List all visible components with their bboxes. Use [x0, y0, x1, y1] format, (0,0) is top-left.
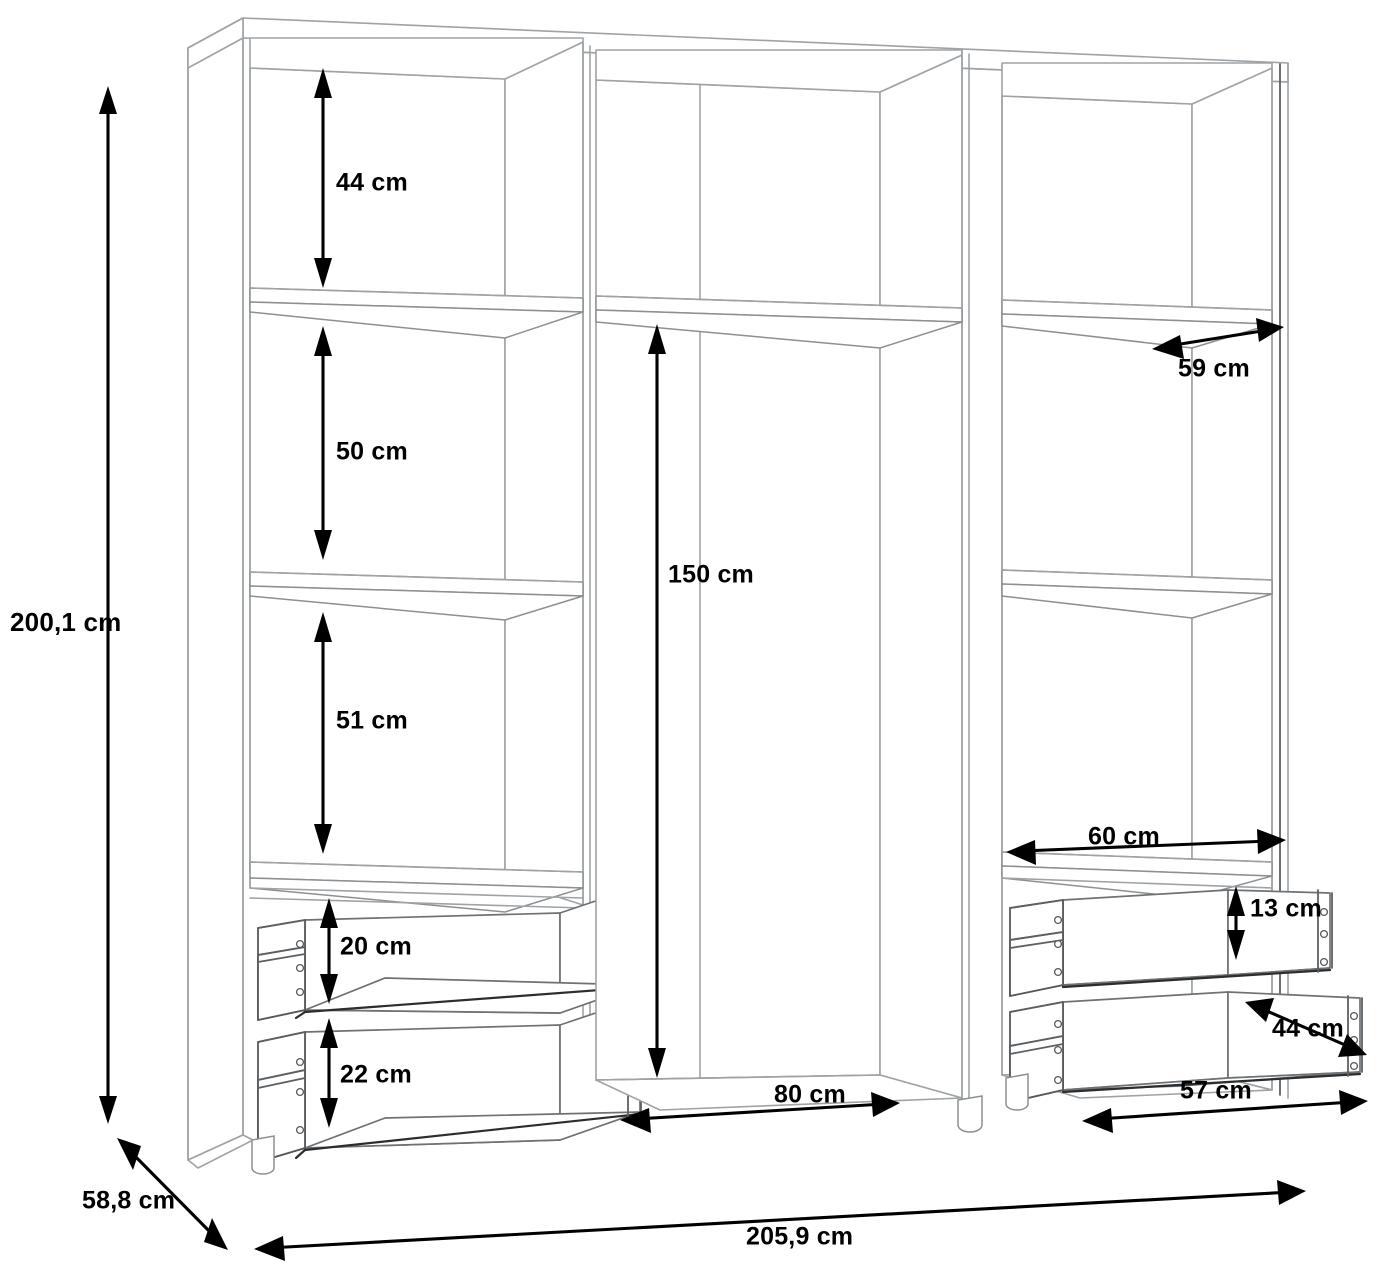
shelf-left-middle [249, 571, 584, 621]
dimension-left-compartment-top-label: 44 cm [336, 169, 408, 197]
dimension-left-drawer-upper: 20 cm [320, 898, 412, 1004]
dimension-left-compartment-low-label: 51 cm [336, 707, 408, 735]
dimension-right-drawer-width: 57 cm [1082, 1077, 1368, 1133]
dimension-center-interior-width: 80 cm [620, 1081, 900, 1133]
dimension-left-compartment-low: 51 cm [314, 612, 408, 854]
dimension-center-interior-width-label: 80 cm [774, 1081, 846, 1109]
drawer-right-upper[interactable] [1009, 889, 1333, 997]
dimension-right-drawer-width-label: 57 cm [1180, 1077, 1252, 1105]
dimension-right-shelf-depth-label: 59 cm [1178, 355, 1250, 383]
bay-center [595, 49, 983, 1133]
dimension-right-drawer-depth-label: 44 cm [1272, 1015, 1344, 1043]
dimension-left-drawer-lower-label: 22 cm [340, 1061, 412, 1089]
dimension-right-shelf-depth: 59 cm [1152, 318, 1284, 383]
dimension-right-drawer-height: 13 cm [1227, 886, 1322, 960]
dimension-right-drawer-depth: 44 cm [1245, 998, 1367, 1057]
shelf-left-lower [249, 861, 584, 913]
bay-right [1001, 62, 1363, 1111]
dimension-right-drawer-height-label: 13 cm [1250, 895, 1322, 923]
dimension-overall-depth: 58,8 cm [82, 1138, 228, 1250]
dimension-overall-width: 205,9 cm [254, 1180, 1306, 1261]
dimension-right-shelf-width-label: 60 cm [1088, 823, 1160, 851]
dimension-right-shelf-width: 60 cm [1006, 823, 1286, 865]
bay-left [249, 37, 642, 1175]
foot-right [1005, 1073, 1029, 1111]
foot-center [957, 1095, 983, 1133]
dimension-overall-height: 200,1 cm [10, 86, 121, 1124]
carcass-left-side-panel [187, 17, 254, 1169]
dimension-overall-height-label: 200,1 cm [10, 607, 121, 637]
drawer-left-lower[interactable] [257, 995, 642, 1163]
dimension-left-compartment-mid: 50 cm [314, 326, 408, 560]
shelf-right-middle [1001, 569, 1273, 619]
dimension-center-hanging-height: 150 cm [648, 324, 754, 1078]
dimension-left-compartment-top: 44 cm [314, 68, 408, 288]
dimension-overall-width-label: 205,9 cm [746, 1223, 853, 1251]
shelf-center-upper [595, 295, 963, 349]
foot-left [251, 1135, 275, 1175]
dimension-left-drawer-upper-label: 20 cm [340, 933, 412, 961]
dimension-left-drawer-lower: 22 cm [320, 1018, 412, 1128]
dimension-left-compartment-mid-label: 50 cm [336, 438, 408, 466]
dimension-center-hanging-height-label: 150 cm [668, 561, 754, 589]
shelf-left-upper [249, 287, 584, 339]
dimension-overall-depth-label: 58,8 cm [82, 1187, 175, 1215]
